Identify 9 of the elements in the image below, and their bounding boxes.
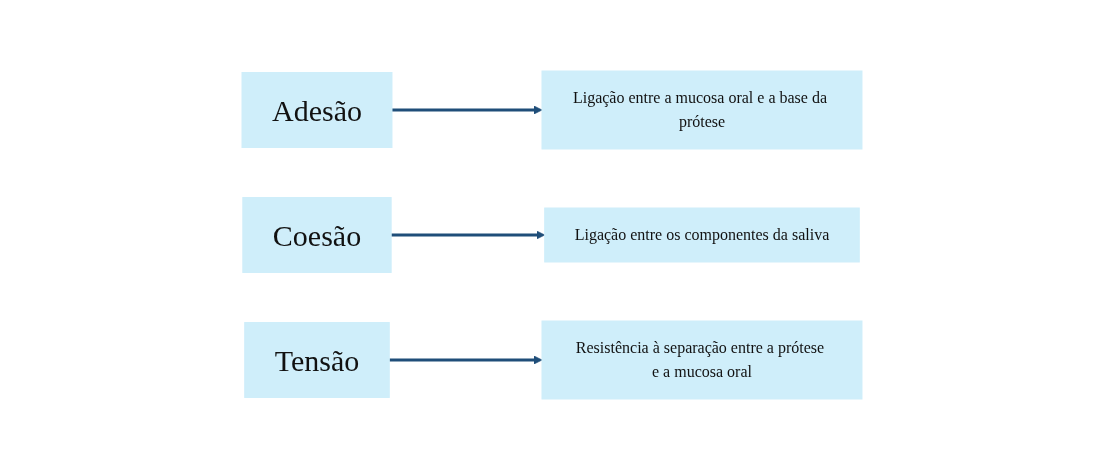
node-box: Resistência à separação entre a prótese e a mucosa oral bbox=[541, 320, 863, 400]
node-box: Coesão bbox=[242, 197, 392, 273]
arrow bbox=[389, 355, 543, 365]
arrow bbox=[391, 230, 546, 240]
arrow bbox=[392, 105, 543, 115]
node-box: Tensão bbox=[244, 322, 390, 398]
node-box: Ligação entre os componentes da saliva bbox=[544, 207, 860, 263]
node-box: Adesão bbox=[241, 72, 393, 148]
node-box: Ligação entre a mucosa oral e a base da prótese bbox=[541, 70, 863, 150]
